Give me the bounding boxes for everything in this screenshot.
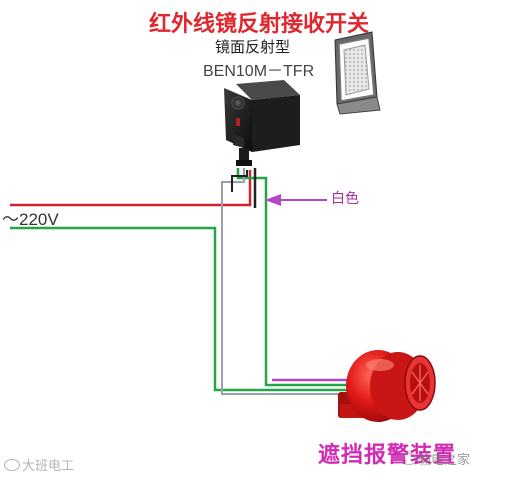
watermark-left: 大班电工 (22, 459, 75, 474)
voltage-label: ～220V (2, 210, 59, 229)
alarm-device-label: 遮挡报警装置 (318, 442, 457, 468)
arrow-icon (265, 194, 327, 206)
diagram-title: 红外线镜反射接收开关 (149, 11, 370, 37)
model-label: BEN10M－TFR (203, 63, 315, 80)
alarm-siren (338, 350, 436, 422)
watermark-right: 输电之家 (418, 453, 471, 468)
watermark-icon-right (401, 453, 417, 465)
sensor-device (224, 80, 300, 166)
wire-color-label: 白色 (331, 191, 359, 207)
wires (10, 168, 352, 395)
red-wire (10, 170, 252, 207)
black-wire-2 (231, 170, 248, 192)
green-wire-right (236, 168, 352, 387)
green-wire-left (10, 226, 352, 392)
watermark-icon (4, 459, 20, 471)
white-wire (221, 168, 352, 395)
sensor-type-label: 镜面反射型 (215, 38, 291, 56)
reflector-mirror (334, 31, 381, 115)
